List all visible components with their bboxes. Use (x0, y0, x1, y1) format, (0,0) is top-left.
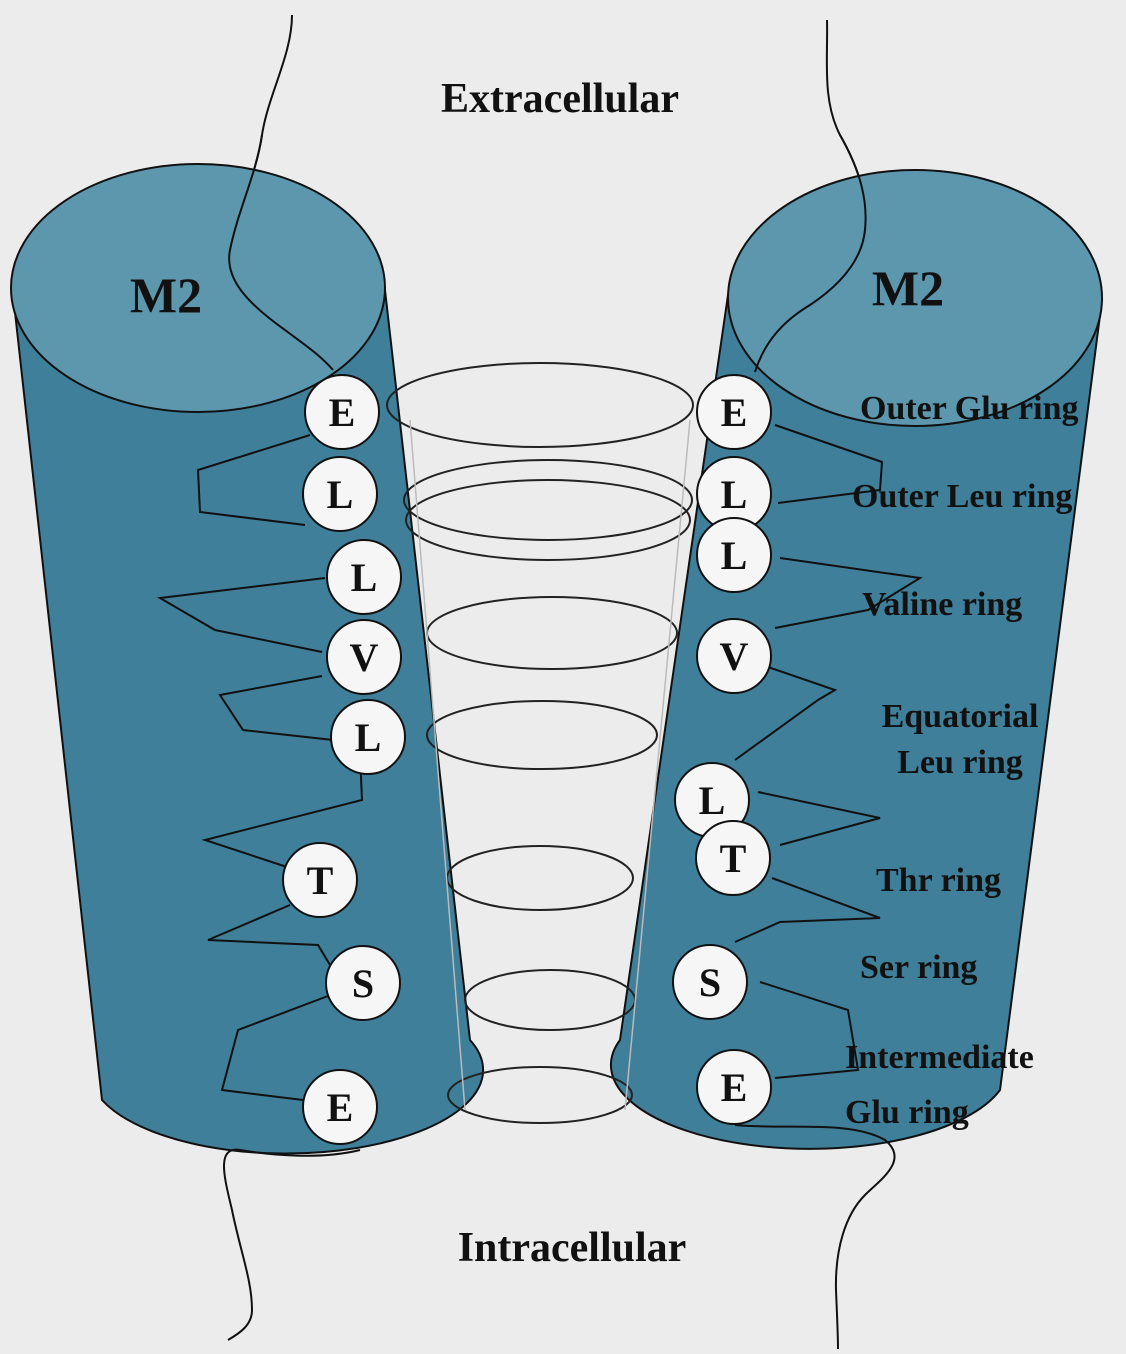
left-residue-letter-5: L (355, 715, 382, 760)
pore-ring-5 (427, 701, 657, 769)
equatorial-ring-label-line-1: Equatorial (882, 698, 1039, 735)
left-residue-6: T (283, 843, 357, 917)
left-helix (11, 164, 483, 1154)
thr-ring-label-line-1: Thr ring (876, 862, 1001, 899)
intracellular-label: Intracellular (458, 1225, 687, 1271)
right-helix-label: M2 (872, 260, 944, 316)
left-residue-4: V (327, 620, 401, 694)
left-residue-letter-4: V (350, 635, 379, 680)
ser-ring-label-line-1: Ser ring (860, 949, 977, 986)
left-residue-letter-7: S (352, 961, 374, 1006)
right-residue-letter-6: T (720, 836, 747, 881)
right-residue-6: T (696, 821, 770, 895)
right-residue-1: E (697, 375, 771, 449)
right-residue-letter-1: E (721, 390, 748, 435)
membrane-line-left-bottom (224, 1150, 360, 1340)
outer-leu-ring-label: Outer Leu ring (852, 478, 1072, 515)
equatorial-ring-label-line-2: Leu ring (897, 744, 1023, 781)
intermediate-ring-label-line-2: Glu ring (845, 1094, 969, 1131)
left-residue-1: E (305, 375, 379, 449)
membrane-line-right-bottom (735, 1125, 895, 1349)
valine-ring-label-line-1: Valine ring (862, 586, 1022, 623)
right-residue-4: V (697, 619, 771, 693)
valine-ring-label: Valine ring (862, 586, 1022, 623)
pore-ring-1 (387, 363, 693, 447)
left-helix-body (12, 285, 483, 1154)
outer-glu-ring-label: Outer Glu ring (860, 390, 1079, 427)
outer-leu-ring-label-line-1: Outer Leu ring (852, 478, 1072, 515)
pore-ring-3 (406, 480, 690, 560)
left-residue-letter-8: E (327, 1085, 354, 1130)
left-residue-7: S (326, 946, 400, 1020)
right-residue-3: L (697, 518, 771, 592)
right-residue-letter-5: L (699, 778, 726, 823)
right-residue-7: S (673, 945, 747, 1019)
left-helix-label: M2 (130, 267, 202, 323)
left-residue-8: E (303, 1070, 377, 1144)
left-residue-2: L (303, 457, 377, 531)
right-residue-letter-3: L (721, 533, 748, 578)
right-residue-letter-2: L (721, 472, 748, 517)
pore-ring-7 (465, 970, 635, 1030)
left-residue-3: L (327, 540, 401, 614)
right-residue-letter-4: V (720, 634, 749, 679)
right-residue-letter-8: E (721, 1065, 748, 1110)
ser-ring-label: Ser ring (860, 949, 977, 986)
pore-ring-2 (404, 460, 692, 540)
pore-ring-4 (427, 597, 677, 669)
left-residue-letter-6: T (307, 858, 334, 903)
left-residue-letter-3: L (351, 555, 378, 600)
intermediate-ring-label-line-1: Intermediate (845, 1039, 1034, 1076)
left-residue-letter-2: L (327, 472, 354, 517)
right-residue-letter-7: S (699, 960, 721, 1005)
thr-ring-label: Thr ring (876, 862, 1001, 899)
left-residue-5: L (331, 700, 405, 774)
left-residue-letter-1: E (329, 390, 356, 435)
extracellular-label: Extracellular (441, 76, 679, 122)
pore-ring-6 (447, 846, 633, 910)
outer-glu-ring-label-line-1: Outer Glu ring (860, 390, 1079, 427)
right-residue-8: E (697, 1050, 771, 1124)
pore-ring-8 (448, 1067, 632, 1123)
